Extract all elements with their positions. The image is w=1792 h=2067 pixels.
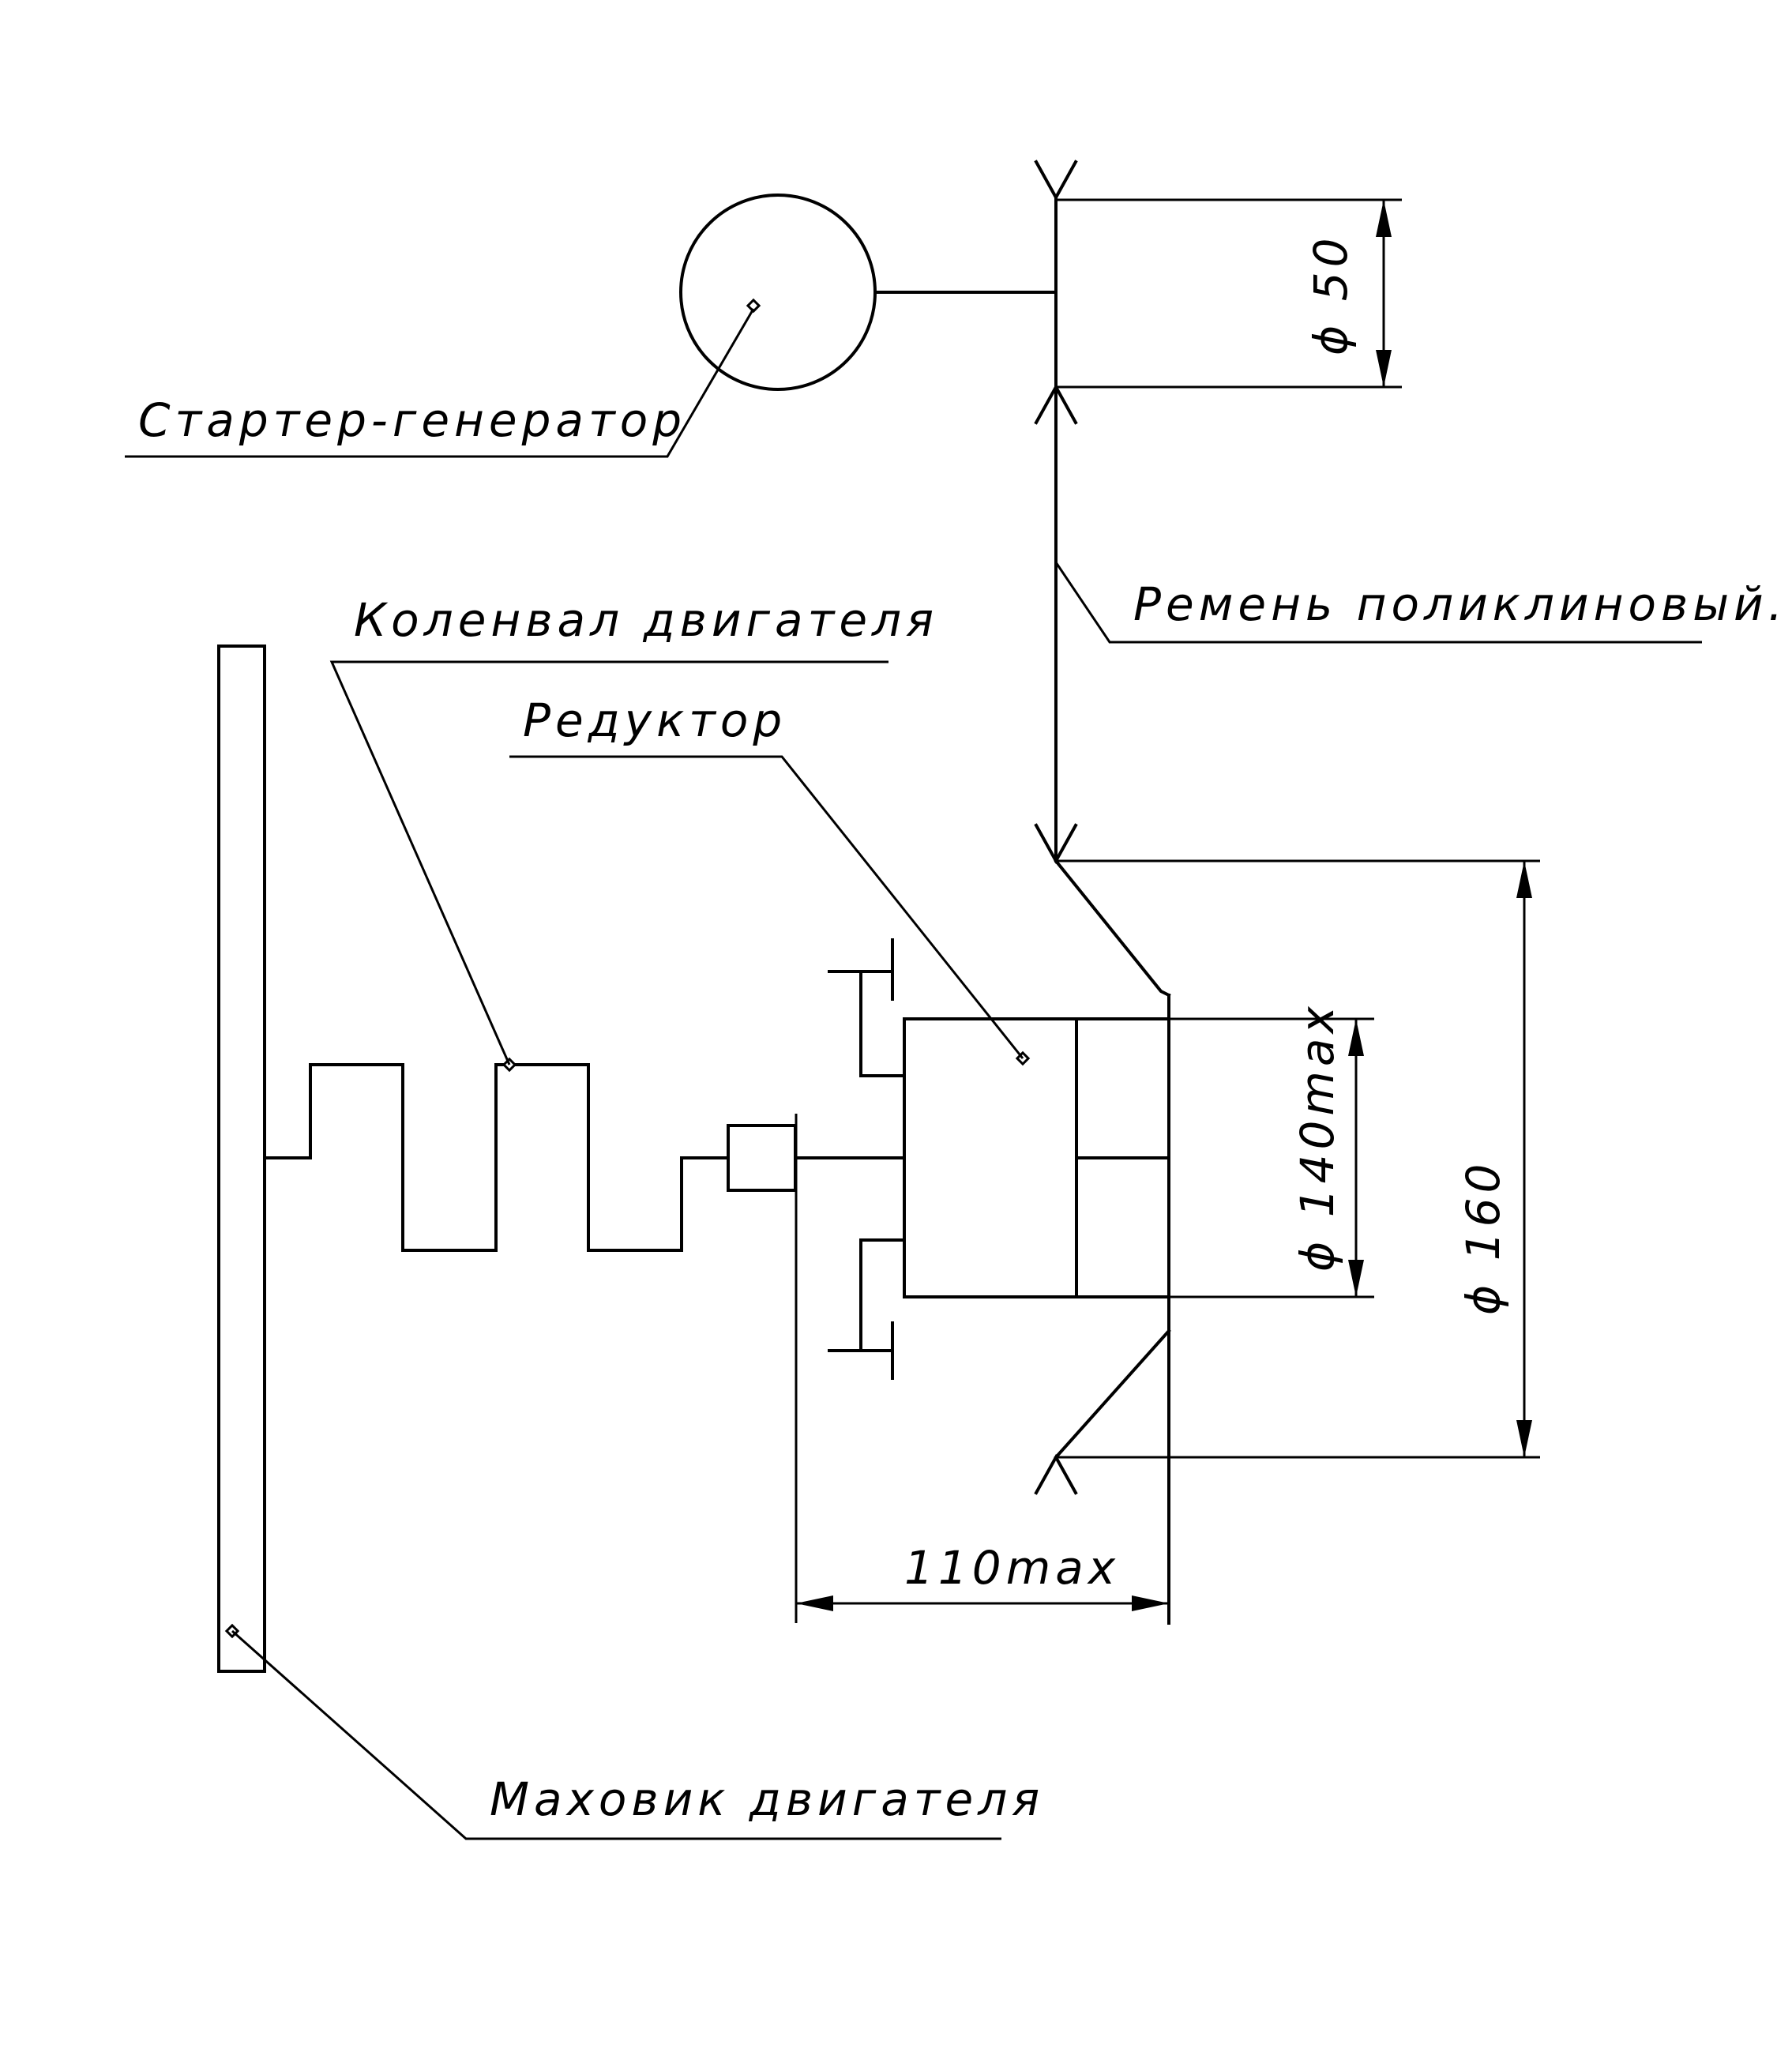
dim-arrow-bottom	[1376, 350, 1392, 387]
belt-top-groove	[1034, 160, 1078, 201]
belt-leader	[1054, 562, 1702, 644]
dimension-reducer-length: 110max	[795, 1114, 1169, 1623]
starter-generator-label: Стартер-генератор	[138, 393, 686, 447]
starter-generator-leader	[125, 308, 755, 458]
pulley-lower-outline	[1054, 1329, 1171, 1460]
flywheel: Маховик двигателя	[217, 645, 1044, 1840]
dim-arrow-right	[1132, 1595, 1169, 1611]
dimension-starter-pulley: ϕ 50	[1056, 198, 1402, 389]
crankshaft-coupling	[727, 1124, 797, 1192]
crankshaft-leader	[329, 660, 888, 1065]
dimension-pulley-diameter: ϕ 160	[1056, 859, 1540, 1459]
dim-arrow-top	[1348, 1019, 1364, 1056]
belt: Ремень поликлиновый.	[1034, 160, 1787, 865]
starter-generator-leader-point	[746, 298, 761, 314]
dim-reducer-diameter-text: ϕ 140max	[1290, 1002, 1344, 1272]
dim-starter-pulley-text: ϕ 50	[1304, 234, 1358, 356]
dim-reducer-length-text: 110max	[904, 1541, 1120, 1595]
crankshaft-line	[263, 1063, 730, 1252]
dim-arrow-top	[1516, 861, 1532, 898]
reducer-lower-mount	[859, 1238, 906, 1352]
dim-arrow-top	[1376, 200, 1392, 237]
belt-bottom-groove	[1034, 1453, 1078, 1495]
flywheel-label: Маховик двигателя	[490, 1772, 1044, 1826]
flywheel-leader	[231, 1629, 1001, 1840]
dim-arrow-left	[796, 1595, 833, 1611]
pulley-upper-outline	[1054, 859, 1171, 998]
dim-pulley-diameter-text: ϕ 160	[1456, 1159, 1510, 1315]
belt-label: Ремень поликлиновый.	[1133, 577, 1787, 631]
reducer: Редуктор	[509, 693, 1170, 1380]
reducer-upper-mount	[859, 970, 906, 1077]
reducer-leader	[509, 755, 1024, 1059]
dim-arrow-bottom	[1348, 1260, 1364, 1297]
flywheel-body	[217, 645, 266, 1673]
dim-arrow-bottom	[1516, 1420, 1532, 1457]
crankshaft: Коленвал двигателя	[263, 593, 938, 1252]
reducer-label: Редуктор	[523, 693, 787, 747]
crank-pulley	[1034, 859, 1171, 1625]
starter-generator: Стартер-генератор	[125, 194, 1058, 458]
dimension-reducer-diameter: ϕ 140max	[1169, 1002, 1374, 1298]
starter-generator-body	[679, 194, 877, 391]
crankshaft-label: Коленвал двигателя	[354, 593, 938, 647]
